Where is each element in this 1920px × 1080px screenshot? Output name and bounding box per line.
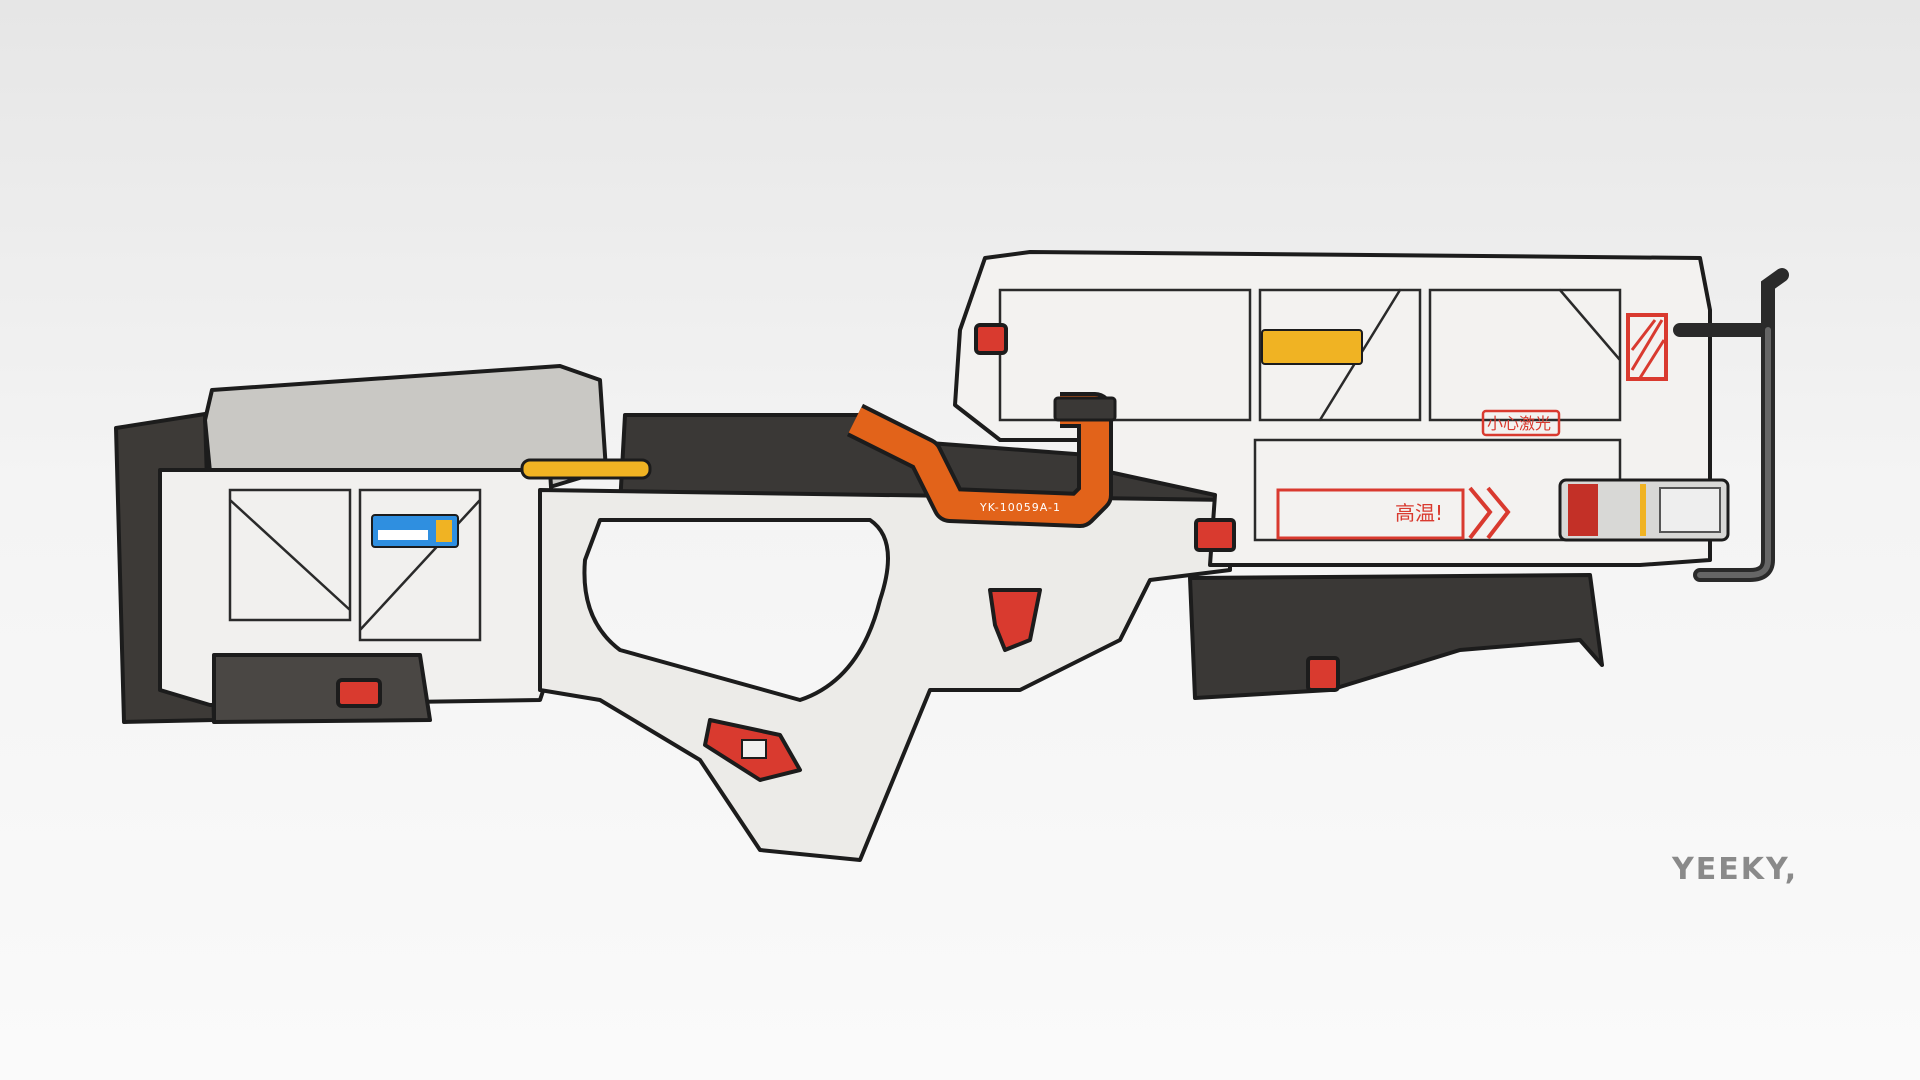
barcode-strip [378,530,428,540]
stock-panel-lines [228,488,482,642]
energy-cylinder [1558,478,1730,542]
laser-warning-frame [1481,409,1561,437]
barcode-sticker-tab [436,520,452,542]
housing-red-latch [974,323,1008,355]
stock-release-button [336,678,382,708]
yellow-warning-sticker [1261,329,1363,365]
coolant-pipe-highlight [1697,327,1771,578]
cylinder-cap [1659,487,1721,533]
cylinder-yellow-band [1640,484,1646,536]
laser-warning-label: 小心激光 [1487,414,1551,433]
vent-hatch-stripes [1630,319,1666,379]
foregrip [1188,573,1604,700]
heat-warning-frame [1276,488,1465,540]
receiver-red-knob [1194,518,1236,552]
heat-warning-label: 高温! [1395,501,1443,525]
foregrip-red-button [1306,656,1340,692]
stock-lower-panel [212,653,432,724]
cylinder-red-band [1568,484,1598,536]
charging-slot [520,458,652,480]
chevron-arrows-icon [1468,486,1511,540]
trigger [988,588,1042,652]
vent-red-hatch [1626,313,1668,381]
grip-frame [538,488,1232,862]
cable-connector [1053,396,1117,422]
artist-signature: YEEKY, [1672,852,1799,887]
grip-safety-window [741,739,767,759]
cable-part-number: YK-10059A-1 [979,501,1061,514]
